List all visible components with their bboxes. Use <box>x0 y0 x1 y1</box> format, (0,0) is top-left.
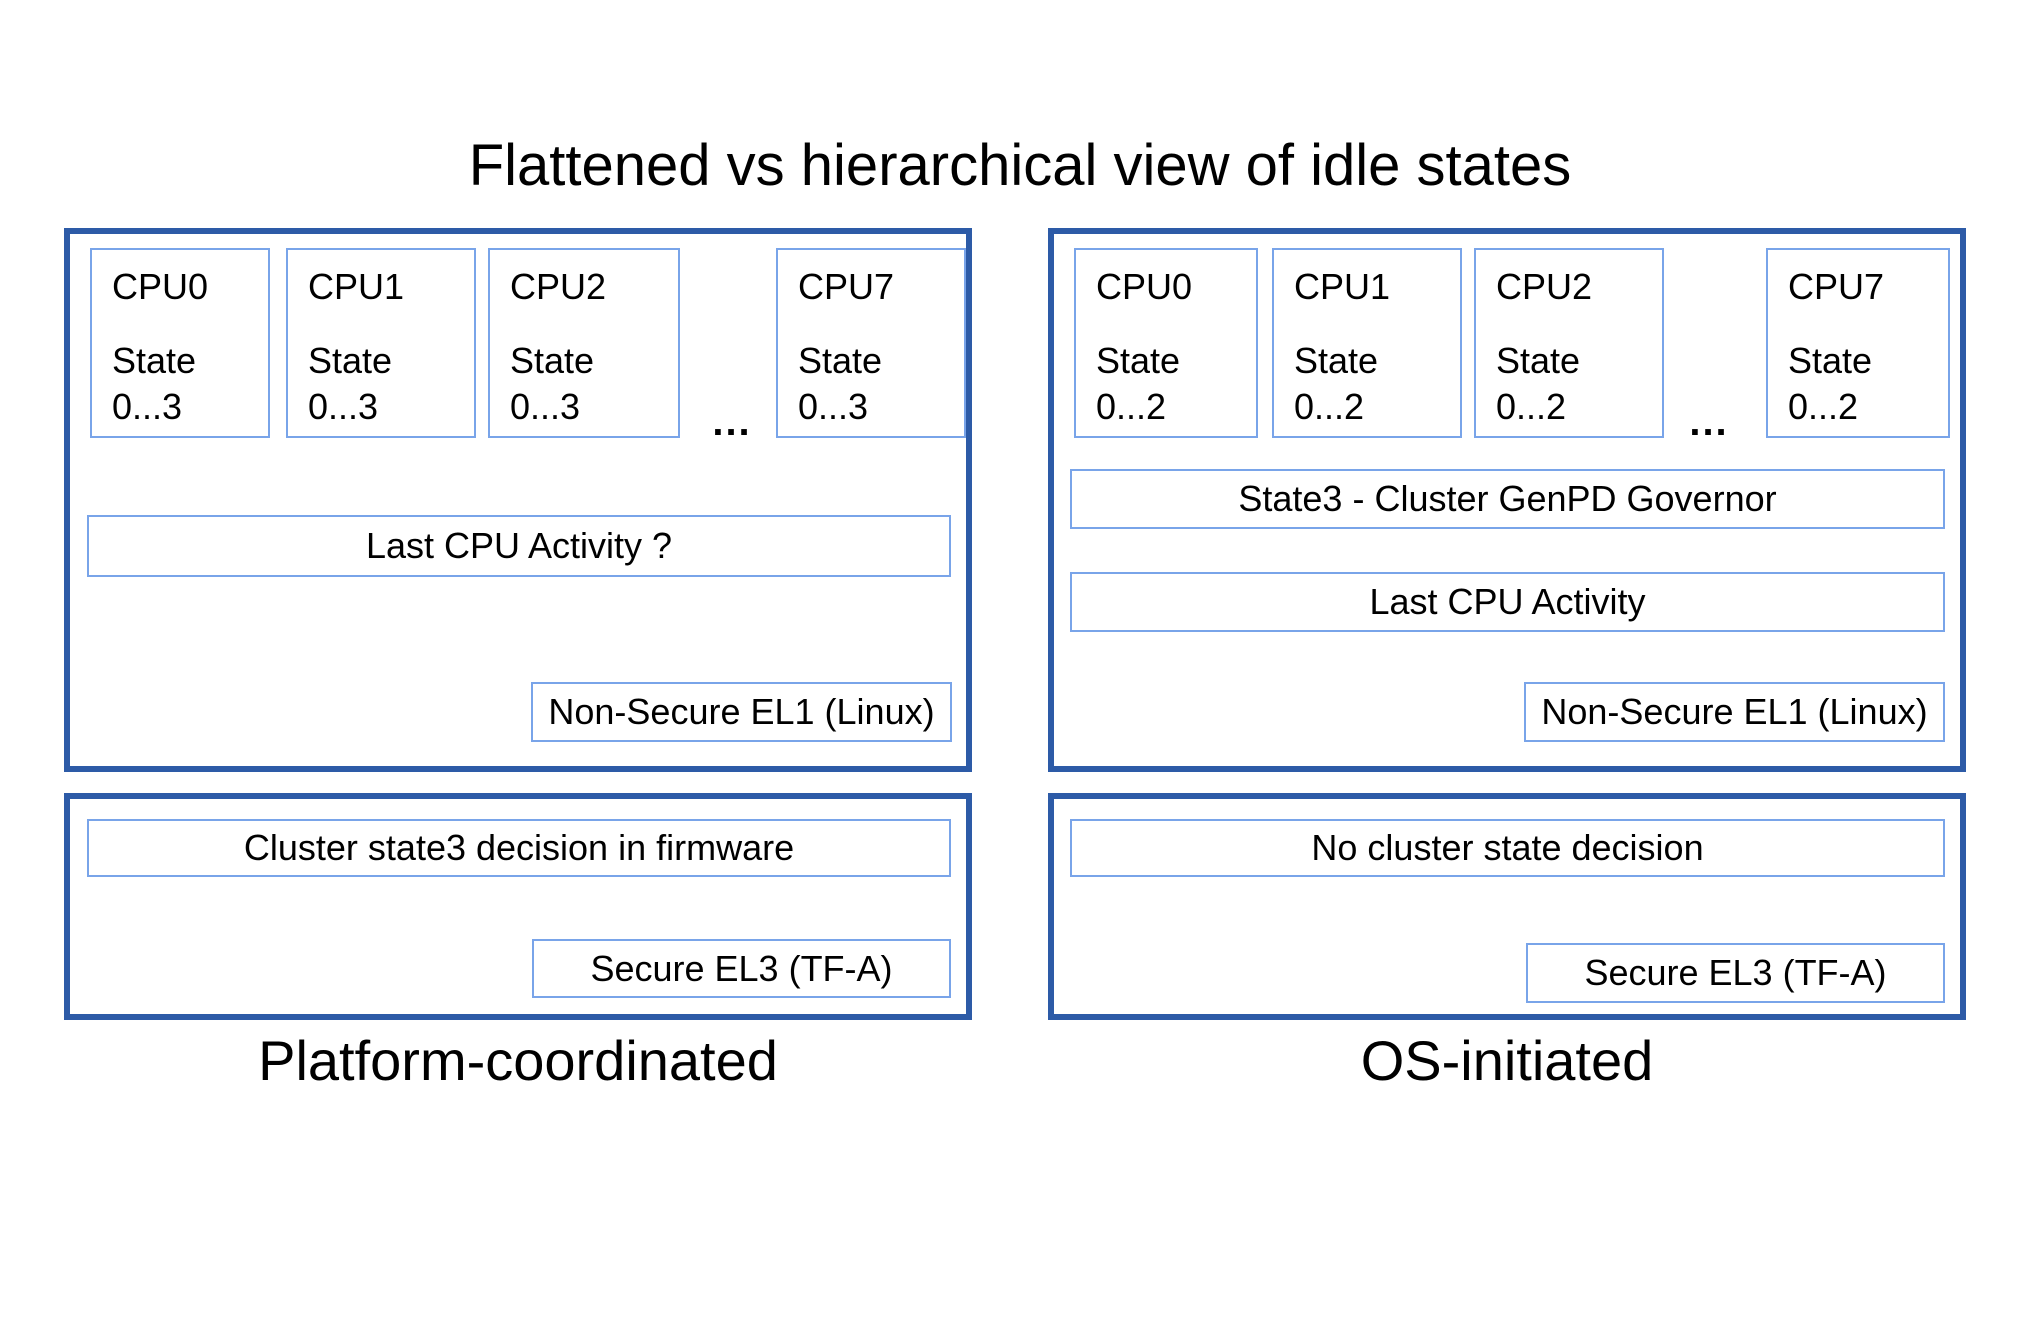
caption-platform-coordinated: Platform-coordinated <box>258 1029 778 1092</box>
platform-coordinated-diagram: CPU0 State 0...3 CPU1 State 0...3 CPU2 S… <box>64 228 972 1148</box>
cpu-state-range: 0...3 <box>112 386 183 427</box>
cpu-box: CPU1 State 0...2 <box>1272 248 1462 438</box>
os-initiated-diagram: CPU0 State 0...2 CPU1 State 0...2 CPU2 S… <box>1048 228 1966 1148</box>
cpu-state-label: State <box>112 340 197 381</box>
cpu-state-range: 0...3 <box>510 386 581 427</box>
cpu-state-range: 0...2 <box>1096 386 1167 427</box>
cpu-name: CPU7 <box>798 266 895 307</box>
secure-el3-box: Secure EL3 (TF-A) <box>1526 943 1945 1003</box>
slide-title: Flattened vs hierarchical view of idle s… <box>468 133 1572 198</box>
cpu-state: State 0...3 <box>308 338 392 430</box>
cpu-state: State 0...2 <box>1294 338 1378 430</box>
cluster-decision-box: Cluster state3 decision in firmware <box>87 819 951 877</box>
cpu-name: CPU0 <box>112 266 209 307</box>
cluster-decision-box: No cluster state decision <box>1070 819 1945 877</box>
cpu-name: CPU0 <box>1096 266 1193 307</box>
non-secure-el1-box: Non-Secure EL1 (Linux) <box>531 682 952 742</box>
cpu-state-range: 0...2 <box>1788 386 1859 427</box>
cpu-name: CPU1 <box>1294 266 1391 307</box>
non-secure-el1-box: Non-Secure EL1 (Linux) <box>1524 682 1945 742</box>
cpu-state: State 0...2 <box>1496 338 1580 430</box>
cpu-box: CPU2 State 0...2 <box>1474 248 1664 438</box>
secure-world-panel: No cluster state decision Secure EL3 (TF… <box>1048 793 1966 1020</box>
cpu-box: CPU2 State 0...3 <box>488 248 680 438</box>
cpu-state: State 0...3 <box>510 338 594 430</box>
last-cpu-activity-box: Last CPU Activity ? <box>87 515 951 577</box>
cpu-state-label: State <box>1788 340 1873 381</box>
cpu-state: State 0...3 <box>798 338 882 430</box>
cpu-state: State 0...2 <box>1788 338 1872 430</box>
cpu-state-label: State <box>1294 340 1379 381</box>
more-cpus-ellipsis: ... <box>712 400 752 444</box>
cpu-state-label: State <box>510 340 595 381</box>
cpu-box: CPU7 State 0...2 <box>1766 248 1950 438</box>
non-secure-world-panel: CPU0 State 0...3 CPU1 State 0...3 CPU2 S… <box>64 228 972 772</box>
cpu-state: State 0...3 <box>112 338 196 430</box>
cluster-genpd-governor-box: State3 - Cluster GenPD Governor <box>1070 469 1945 529</box>
cpu-box: CPU0 State 0...2 <box>1074 248 1258 438</box>
cpu-state-label: State <box>1096 340 1181 381</box>
cpu-state-range: 0...2 <box>1294 386 1365 427</box>
secure-el3-box: Secure EL3 (TF-A) <box>532 939 951 998</box>
cpu-state-label: State <box>1496 340 1581 381</box>
cpu-state-label: State <box>308 340 393 381</box>
cpu-box: CPU0 State 0...3 <box>90 248 270 438</box>
cpu-state-label: State <box>798 340 883 381</box>
cpu-state: State 0...2 <box>1096 338 1180 430</box>
caption-os-initiated: OS-initiated <box>1360 1029 1654 1092</box>
secure-world-panel: Cluster state3 decision in firmware Secu… <box>64 793 972 1020</box>
non-secure-world-panel: CPU0 State 0...2 CPU1 State 0...2 CPU2 S… <box>1048 228 1966 772</box>
cpu-name: CPU1 <box>308 266 405 307</box>
last-cpu-activity-box: Last CPU Activity <box>1070 572 1945 632</box>
cpu-state-range: 0...2 <box>1496 386 1567 427</box>
cpu-name: CPU7 <box>1788 266 1885 307</box>
cpu-state-range: 0...3 <box>798 386 869 427</box>
cpu-box: CPU1 State 0...3 <box>286 248 476 438</box>
cpu-state-range: 0...3 <box>308 386 379 427</box>
cpu-name: CPU2 <box>1496 266 1593 307</box>
cpu-name: CPU2 <box>510 266 607 307</box>
more-cpus-ellipsis: ... <box>1689 400 1729 444</box>
cpu-box: CPU7 State 0...3 <box>776 248 966 438</box>
